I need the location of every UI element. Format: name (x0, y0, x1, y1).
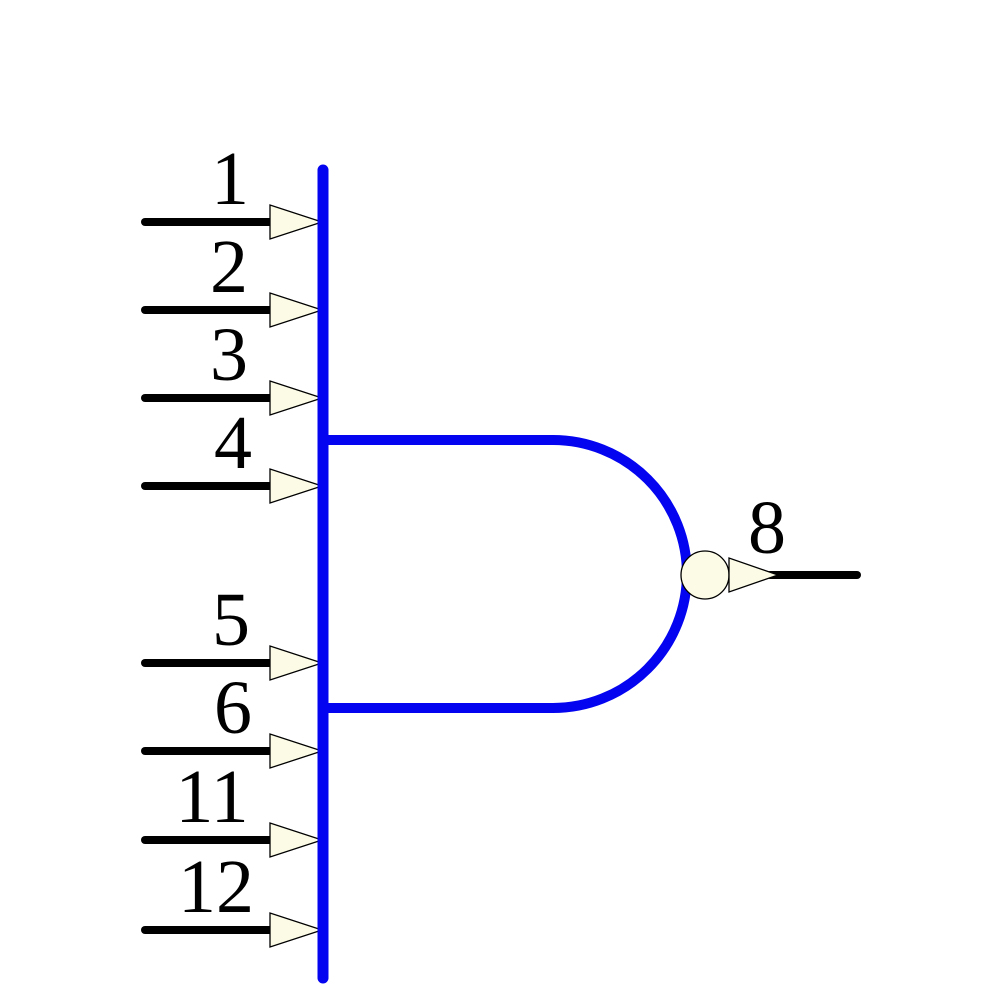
input-arrow-icon-4 (269, 468, 325, 504)
input-pin-number-label: 4 (214, 401, 252, 485)
input-pin-number-label: 12 (178, 845, 254, 929)
input-arrow-icon-1 (269, 204, 325, 240)
input-arrow-icon-6 (269, 733, 325, 769)
input-arrow-icon-12 (269, 912, 325, 948)
input-arrow-icon-2 (269, 292, 325, 328)
input-arrow-icon-3 (269, 380, 325, 416)
gate-body[interactable] (318, 435, 692, 713)
inversion-bubble-icon (680, 550, 730, 600)
input-pin-number-label: 5 (212, 578, 250, 662)
input-arrow-icon-5 (269, 645, 325, 681)
output-pin-number-label: 8 (748, 486, 786, 570)
output-arrow-icon (728, 557, 780, 593)
input-pin-number-label: 6 (214, 666, 252, 750)
input-pin-number-label: 2 (210, 225, 248, 309)
input-pin-number-label: 11 (175, 755, 248, 839)
input-pin-number-label: 3 (210, 313, 248, 397)
input-pin-number-label: 1 (211, 137, 249, 221)
input-arrow-icon-11 (269, 822, 325, 858)
